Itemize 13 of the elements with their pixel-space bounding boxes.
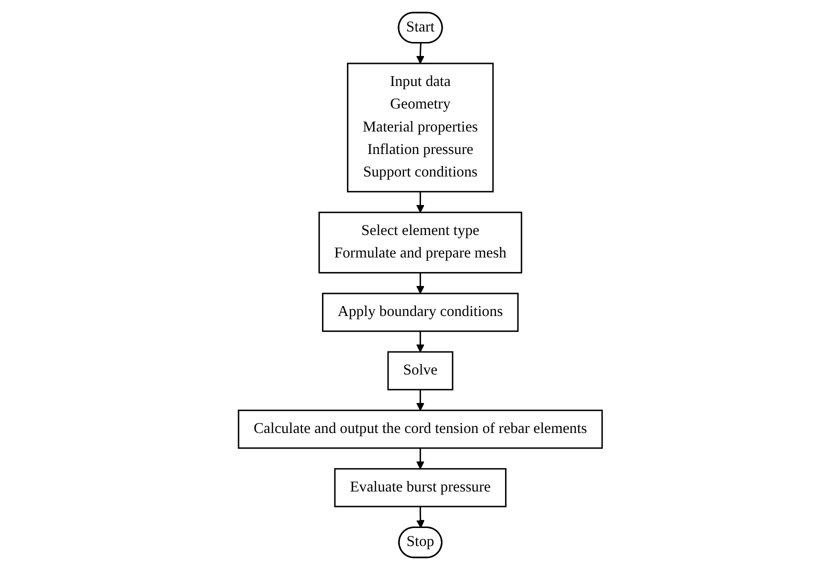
- arrow: [416, 506, 424, 528]
- arrow: [416, 390, 424, 411]
- arrow: [416, 331, 424, 352]
- arrow: [416, 272, 424, 294]
- node-box: Calculate and output the cord tension of rebar elements: [238, 410, 602, 449]
- node-box: Select element type Formulate and prepare mesh: [318, 212, 522, 274]
- node-box: Evaluate burst pressure: [334, 468, 506, 508]
- node-box: Solve: [387, 351, 453, 390]
- node-box: Input data Geometry Material properties Inflation pressure Support conditions: [346, 62, 494, 192]
- arrow: [416, 192, 424, 213]
- node-box: Apply boundary conditions: [322, 292, 518, 332]
- arrow: [416, 448, 424, 470]
- arrow: [416, 43, 424, 64]
